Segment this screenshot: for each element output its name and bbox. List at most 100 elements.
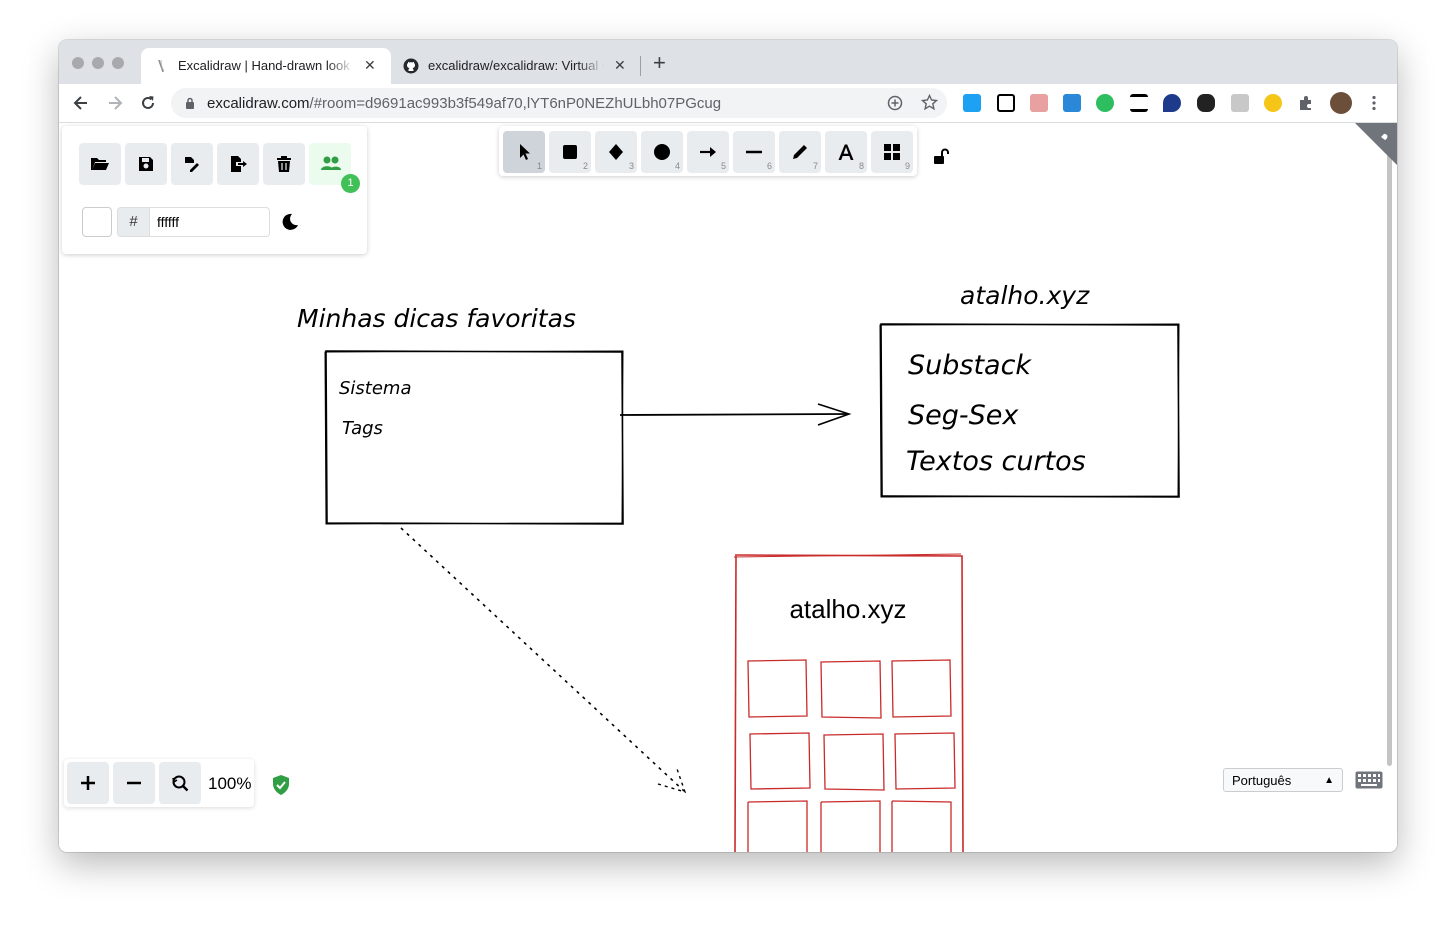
left-rectangle[interactable] (324, 350, 624, 525)
shape-toolbar: 1 2 3 4 5 6 7 (499, 126, 917, 176)
browser-window: Excalidraw | Hand-drawn look & feel ✕ ex… (59, 40, 1397, 852)
phone-mockup[interactable] (733, 553, 964, 852)
tool-shortcut: 7 (812, 161, 818, 171)
tool-shortcut: 3 (628, 161, 634, 171)
browser-toolbar: excalidraw.com/#room=d9691ac993b3f549af7… (59, 84, 1397, 123)
trash-icon (277, 156, 291, 172)
phone-title: atalho.xyz (789, 594, 906, 624)
shield-icon[interactable] (271, 774, 291, 796)
background-color-input[interactable]: ffffff (150, 207, 270, 237)
connector-arrow[interactable] (619, 403, 852, 426)
new-tab-button[interactable]: + (653, 50, 666, 75)
users-icon (321, 156, 341, 170)
share-extension-icon[interactable] (1063, 94, 1081, 112)
close-window-button[interactable] (72, 57, 84, 69)
tab-close-icon[interactable]: ✕ (364, 57, 376, 73)
background-color-swatch[interactable] (82, 207, 112, 237)
tool-line[interactable]: 6 (733, 131, 775, 173)
extension-8-icon[interactable] (1197, 94, 1215, 112)
tool-arrow[interactable]: 5 (687, 131, 729, 173)
tool-shortcut: 1 (536, 161, 542, 171)
diamond-icon (609, 144, 623, 160)
url-host: excalidraw.com (207, 95, 310, 112)
minus-icon (127, 781, 141, 785)
collaborator-count-badge: 1 (341, 174, 360, 193)
tab-github[interactable]: excalidraw/excalidraw: Virtual whiteboar… (391, 48, 639, 84)
tool-rectangle[interactable]: 2 (549, 131, 591, 173)
maximize-window-button[interactable] (112, 57, 124, 69)
extension-1-icon[interactable] (963, 94, 981, 112)
notion-extension-icon[interactable] (997, 94, 1015, 112)
zoom-in-button[interactable] (67, 762, 109, 804)
save-as-button[interactable] (171, 143, 213, 185)
tool-shortcut: 9 (904, 161, 910, 171)
back-icon[interactable] (71, 93, 91, 113)
export-icon (231, 156, 247, 172)
export-button[interactable] (217, 143, 259, 185)
tab-strip: Excalidraw | Hand-drawn look & feel ✕ ex… (59, 40, 1397, 84)
tab-close-icon[interactable]: ✕ (614, 57, 626, 73)
moon-icon[interactable] (280, 212, 300, 232)
folder-open-icon (91, 158, 109, 170)
extension-9-icon[interactable] (1231, 94, 1249, 112)
export-edit-icon (185, 157, 199, 172)
address-bar[interactable]: excalidraw.com/#room=d9691ac993b3f549af7… (171, 88, 947, 118)
tool-shortcut: 5 (720, 161, 726, 171)
pointer-icon (520, 144, 530, 160)
minimize-window-button[interactable] (92, 57, 104, 69)
extensions-puzzle-icon[interactable] (1297, 94, 1315, 112)
reset-zoom-button[interactable] (159, 762, 201, 804)
chevron-up-icon: ▲ (1324, 775, 1334, 786)
right-box-item-2: Seg-Sex (908, 400, 1019, 431)
pencil-icon (793, 145, 807, 159)
tool-shortcut: 2 (582, 161, 588, 171)
tab-title: excalidraw/excalidraw: Virtual whiteboar… (428, 58, 604, 73)
tool-shortcut: 8 (858, 161, 864, 171)
keyboard-icon[interactable] (1355, 771, 1383, 789)
excalidraw-canvas[interactable]: Minhas dicas favoritas Sistema Tags atal… (59, 123, 1397, 852)
zoom-out-button[interactable] (113, 762, 155, 804)
reload-icon[interactable] (138, 93, 158, 113)
left-box-item-1: Sistema (339, 378, 412, 399)
clear-canvas-button[interactable] (263, 143, 305, 185)
tool-shortcut: 4 (674, 161, 680, 171)
zoom-level: 100% (208, 774, 252, 793)
tool-text[interactable]: 8 (825, 131, 867, 173)
color-hash-label: # (117, 207, 150, 237)
url-text: excalidraw.com/#room=d9691ac993b3f549af7… (207, 95, 721, 112)
install-icon[interactable] (887, 95, 903, 111)
bookmark-star-icon[interactable] (921, 94, 938, 111)
reader-extension-icon[interactable] (1130, 94, 1148, 112)
tool-ellipse[interactable]: 4 (641, 131, 683, 173)
menu-kebab-icon[interactable] (1365, 94, 1383, 112)
github-corner-icon[interactable] (1355, 123, 1397, 165)
evernote-extension-icon[interactable] (1096, 94, 1114, 112)
arrow-icon (700, 147, 716, 157)
right-rectangle[interactable] (879, 323, 1180, 498)
save-icon (139, 157, 153, 171)
main-menu-panel: 1 # ffffff (62, 126, 367, 254)
tool-selection[interactable]: 1 (503, 131, 545, 173)
extension-7-icon[interactable] (1163, 94, 1181, 112)
tab-separator (640, 56, 641, 76)
rectangle-icon (563, 145, 577, 159)
lock-icon[interactable] (929, 145, 953, 169)
language-select[interactable]: Português ▲ (1223, 768, 1343, 792)
zoom-controls: 100% (64, 759, 254, 807)
extension-3-icon[interactable] (1030, 94, 1048, 112)
profile-avatar[interactable] (1330, 92, 1352, 114)
left-box-item-2: Tags (342, 418, 383, 439)
forward-icon[interactable] (105, 93, 125, 113)
tool-library[interactable]: 9 (871, 131, 913, 173)
extension-10-icon[interactable] (1264, 94, 1282, 112)
tab-excalidraw[interactable]: Excalidraw | Hand-drawn look & feel ✕ (141, 48, 391, 84)
dotted-arrow[interactable] (400, 527, 687, 794)
open-button[interactable] (79, 143, 121, 185)
tool-draw[interactable]: 7 (779, 131, 821, 173)
language-selected: Português (1232, 773, 1292, 788)
save-button[interactable] (125, 143, 167, 185)
tab-title: Excalidraw | Hand-drawn look & feel (178, 58, 354, 73)
ellipse-icon (654, 144, 670, 160)
tool-diamond[interactable]: 3 (595, 131, 637, 173)
vertical-scrollbar[interactable] (1387, 151, 1392, 766)
